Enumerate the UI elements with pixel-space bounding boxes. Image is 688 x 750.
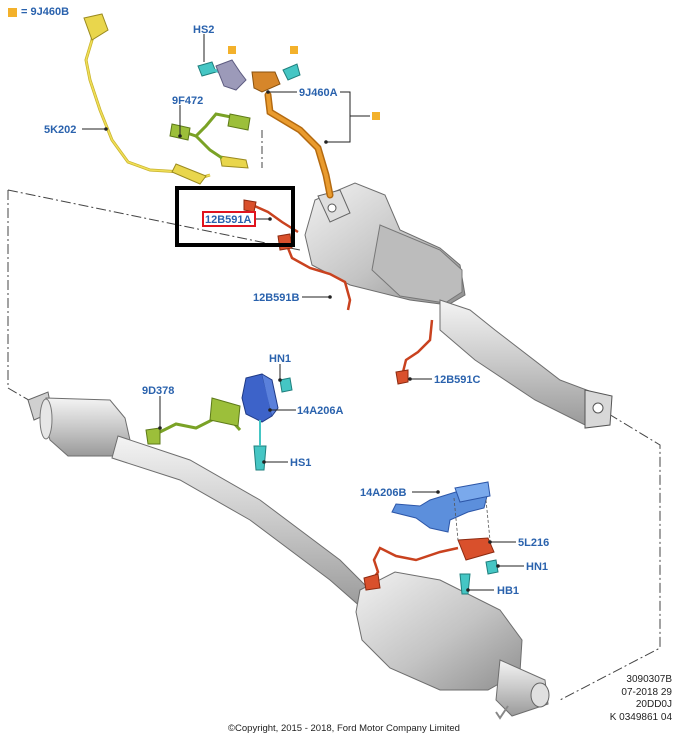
callout-frame <box>175 186 295 247</box>
harness-9f472 <box>169 112 251 160</box>
copyright-notice: ©Copyright, 2015 - 2018, Ford Motor Comp… <box>228 723 460 734</box>
label-hn1-bottom: HN1 <box>526 561 548 573</box>
reference-line-1: 3090307B <box>626 674 672 685</box>
label-9d378: 9D378 <box>142 385 174 397</box>
legend-code: = 9J460B <box>21 6 70 18</box>
reference-line-4: K 0349861 04 <box>609 711 672 723</box>
harness-9d378 <box>145 397 242 445</box>
highlight-12b591a <box>202 211 256 227</box>
rear-muffler <box>355 571 550 720</box>
label-12b591c: 12B591C <box>434 374 481 386</box>
label-12b591a: 12B591A <box>205 214 252 226</box>
bracket-14a206a <box>241 373 293 471</box>
cover-marker-icon <box>372 112 380 120</box>
label-hb1: HB1 <box>497 585 519 597</box>
front-resonator <box>27 391 371 609</box>
label-9f472: 9F472 <box>172 95 203 107</box>
label-9j460a: 9J460A <box>299 87 338 99</box>
reference-line-2: 07-2018 29 <box>621 686 672 698</box>
cover-marker-icon <box>228 46 236 54</box>
drawing-reference: 3090307B 07-2018 29 20DD0J K 0349861 04 <box>610 674 672 724</box>
legend: = 9J460B <box>8 6 69 18</box>
label-14a206a: 14A206A <box>297 405 344 417</box>
harness-5l216 <box>363 497 499 595</box>
cover-marker-icon <box>290 46 298 54</box>
label-12b591b: 12B591B <box>253 292 300 304</box>
harness-5k202 <box>83 13 249 185</box>
pipe-9j460a <box>251 71 334 199</box>
leader-lines <box>82 34 524 592</box>
cover-swatch-icon <box>8 7 17 17</box>
clip-hs2 <box>197 59 301 91</box>
reference-line-3: 20DD0J <box>635 699 672 710</box>
label-5k202: 5K202 <box>44 124 76 136</box>
catalytic-converter <box>304 182 613 429</box>
bracket-14a206b <box>391 481 491 533</box>
label-hs1: HS1 <box>290 457 311 469</box>
label-hs2: HS2 <box>193 24 214 36</box>
label-14a206b: 14A206B <box>360 487 407 499</box>
label-5l216: 5L216 <box>518 537 549 549</box>
label-hn1-top: HN1 <box>269 353 291 365</box>
